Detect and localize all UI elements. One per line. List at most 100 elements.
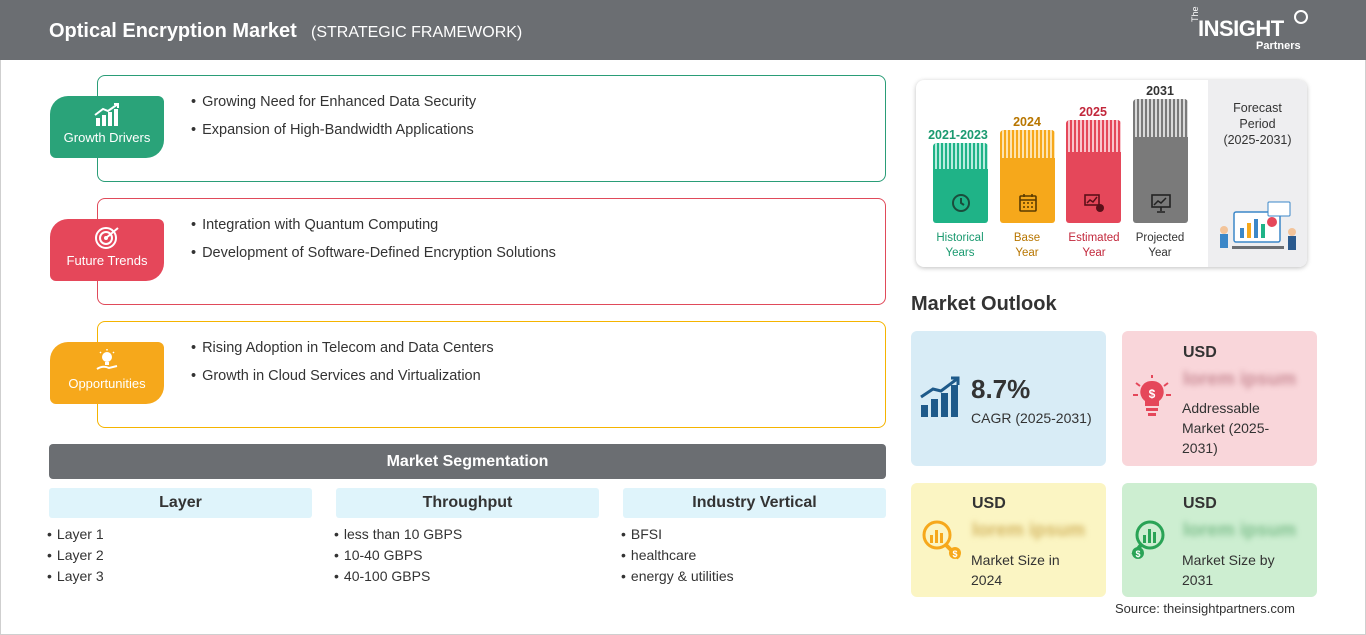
bar-label-projected: Projected Year <box>1125 231 1195 261</box>
projected-year-bar <box>1133 99 1188 223</box>
addressable-label-line: Market (2025- <box>1182 420 1270 436</box>
list-item: Expansion of High-Bandwidth Applications <box>191 122 476 138</box>
bar-label-line: Year <box>1015 247 1039 259</box>
list-item: Layer 3 <box>47 568 104 584</box>
size-2031-label-line: Market Size by <box>1182 552 1275 568</box>
size-2024-value: lorem ipsum <box>972 520 1085 541</box>
history-icon <box>952 194 970 212</box>
page-subtitle: (STRATEGIC FRAMEWORK) <box>311 24 523 41</box>
segment-heading-throughput: Throughput <box>336 488 599 518</box>
bar-label-line: Projected <box>1135 232 1185 244</box>
year-label-estimated: 2025 <box>1079 105 1107 119</box>
svg-text:$: $ <box>952 549 957 559</box>
future-trends-label: Future Trends <box>66 253 148 268</box>
growth-chart-icon <box>94 103 119 126</box>
magnifier-chart-icon: $ <box>922 520 961 560</box>
segment-heading-layer: Layer <box>49 488 312 518</box>
future-trends-badge: Future Trends <box>50 219 164 281</box>
segment-heading-industry: Industry Vertical <box>623 488 886 518</box>
forecast-panel: Forecast Period (2025-2031) <box>1208 80 1307 267</box>
bar-label-line: Year <box>1148 247 1172 259</box>
bar-label-estimated: Estimated Year <box>1059 231 1129 261</box>
bar-label-line: Year <box>1082 247 1106 259</box>
year-label-historical: 2021-2023 <box>928 128 988 142</box>
addressable-market-card: USD lorem ipsum $ Addressable Market (20… <box>1122 331 1317 466</box>
insight-partners-logo: The INSIGHT Partners <box>1190 6 1310 54</box>
size-2024-label-line: 2024 <box>971 572 1003 588</box>
cagr-card: 8.7% CAGR (2025-2031) <box>911 331 1106 466</box>
list-item: Integration with Quantum Computing <box>191 217 556 233</box>
throughput-segment-list: less than 10 GBPS 10-40 GBPS 40-100 GBPS <box>334 526 462 589</box>
year-label-base: 2024 <box>1013 115 1041 129</box>
analytics-illustration-icon <box>1220 201 1296 250</box>
market-size-2024-card: USD lorem ipsum $ Market Size in 2024 <box>911 483 1106 597</box>
size-2031-label-line: 2031 <box>1182 572 1214 588</box>
logo-partners-text: Partners <box>1256 40 1301 52</box>
future-trends-list: Integration with Quantum Computing Devel… <box>191 217 556 273</box>
lightbulb-dollar-icon: $ <box>1133 375 1171 416</box>
size-2024-label: Market Size in 2024 <box>971 550 1060 590</box>
forecast-line-1: Forecast <box>1233 101 1282 115</box>
growth-drivers-badge: Growth Drivers <box>50 96 164 158</box>
list-item: Development of Software-Defined Encrypti… <box>191 245 556 261</box>
svg-text:$: $ <box>1135 549 1140 559</box>
historical-bar <box>933 143 988 223</box>
source-credit: Source: theinsightpartners.com <box>1115 601 1295 616</box>
market-outlook-title: Market Outlook <box>911 293 1057 315</box>
projection-icon <box>1151 194 1171 213</box>
opportunities-list: Rising Adoption in Telecom and Data Cent… <box>191 340 494 396</box>
opportunities-box: Rising Adoption in Telecom and Data Cent… <box>97 321 886 428</box>
bar-stripes <box>1000 130 1055 158</box>
bar-label-line: Historical <box>936 232 984 244</box>
size-2031-label: Market Size by 2031 <box>1182 550 1275 590</box>
estimated-year-bar <box>1066 120 1121 223</box>
growth-drivers-list: Growing Need for Enhanced Data Security … <box>191 94 476 150</box>
size-2024-usd: USD <box>972 495 1006 512</box>
forecast-line-2: Period <box>1239 117 1276 131</box>
addressable-label: Addressable Market (2025- 2031) <box>1182 398 1269 458</box>
list-item: Growing Need for Enhanced Data Security <box>191 94 476 110</box>
forecast-line-3: (2025-2031) <box>1223 133 1292 147</box>
list-item: less than 10 GBPS <box>334 526 462 542</box>
magnifier-chart-icon: $ <box>1131 520 1165 559</box>
segmentation-title: Market Segmentation <box>49 444 886 479</box>
base-year-bar <box>1000 130 1055 223</box>
cagr-label: CAGR (2025-2031) <box>971 410 1092 426</box>
year-label-projected: 2031 <box>1146 84 1174 98</box>
svg-text:$: $ <box>1149 387 1156 401</box>
addressable-label-line: Addressable <box>1182 400 1260 416</box>
market-size-2031-card: USD lorem ipsum $ Market Size by 2031 <box>1122 483 1317 597</box>
addressable-value: lorem ipsum <box>1183 369 1296 390</box>
future-trends-box: Integration with Quantum Computing Devel… <box>97 198 886 305</box>
bar-label-line: Years <box>945 247 975 259</box>
growth-bars-icon <box>920 376 960 417</box>
opportunities-label: Opportunities <box>68 376 146 391</box>
list-item: 10-40 GBPS <box>334 547 462 563</box>
growth-drivers-label: Growth Drivers <box>63 130 151 145</box>
list-item: Layer 1 <box>47 526 104 542</box>
list-item: BFSI <box>621 526 734 542</box>
forecast-text: Forecast Period (2025-2031) <box>1208 100 1307 148</box>
addressable-label-line: 2031) <box>1182 440 1218 456</box>
bar-label-line: Base <box>1013 232 1041 244</box>
cagr-value: 8.7% <box>971 374 1031 404</box>
target-icon <box>95 227 119 249</box>
list-item: Rising Adoption in Telecom and Data Cent… <box>191 340 494 356</box>
estimate-icon <box>1084 194 1104 212</box>
lightbulb-hand-icon <box>96 349 118 370</box>
list-item: Layer 2 <box>47 547 104 563</box>
size-2031-usd: USD <box>1183 495 1217 512</box>
bar-stripes <box>1066 120 1121 152</box>
bar-label-line: Estimated <box>1068 232 1120 244</box>
bar-stripes <box>1133 99 1188 137</box>
list-item: Growth in Cloud Services and Virtualizat… <box>191 368 494 384</box>
bar-stripes <box>933 143 988 169</box>
list-item: energy & utilities <box>621 568 734 584</box>
growth-drivers-box: Growing Need for Enhanced Data Security … <box>97 75 886 182</box>
logo-insight-text: INSIGHT <box>1198 16 1284 41</box>
calendar-icon <box>1019 194 1037 212</box>
opportunities-badge: Opportunities <box>50 342 164 404</box>
logo-ring-icon <box>1294 10 1308 24</box>
list-item: healthcare <box>621 547 734 563</box>
list-item: 40-100 GBPS <box>334 568 462 584</box>
